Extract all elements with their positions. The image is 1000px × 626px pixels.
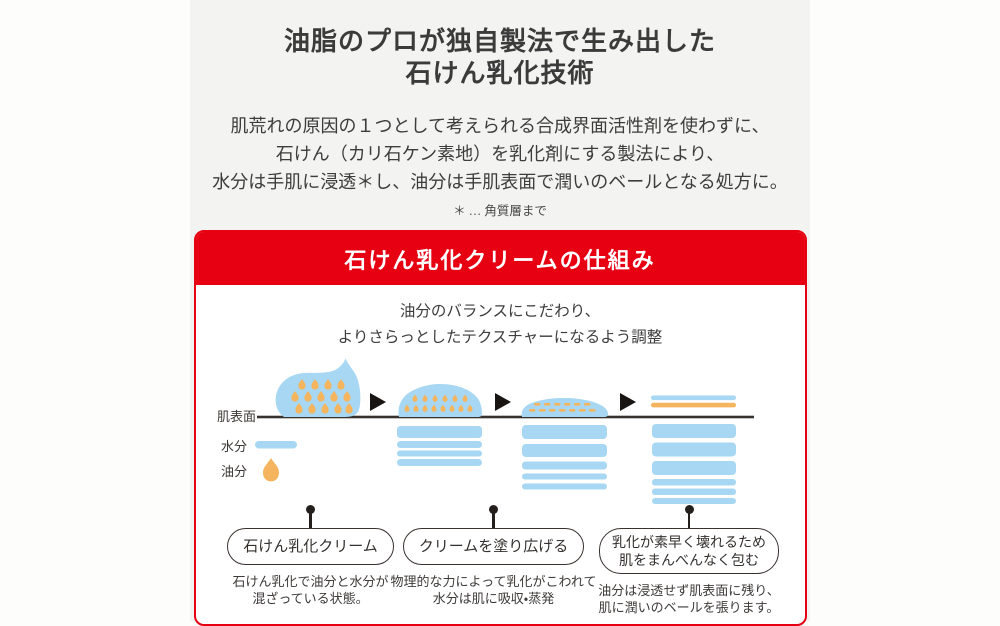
mechanism-diagram: 肌表面 水分 油分 — [217, 358, 754, 504]
arrow-right-icon — [369, 393, 386, 411]
stage-caption-3: 乳化が素早く壊れるため 肌をまんべんなく包む 油分は浸透せず肌表面に残り、 肌に… — [592, 505, 787, 616]
water-legend-label: 水分 — [221, 439, 247, 454]
arrow-right-icon — [494, 393, 511, 411]
stage1-cream-blob — [275, 358, 360, 417]
arrow-right-icon — [619, 393, 636, 411]
mechanism-panel: 石けん乳化クリームの仕組み 油分のバランスにこだわり、 よりさらっとしたテクスチ… — [193, 230, 807, 626]
stage1-label-pill: 石けん乳化クリーム — [227, 528, 394, 565]
intro-line: 石けん（カリ石ケン素地）を乳化剤にする製法により、 — [275, 144, 725, 164]
intro-line: 水分は手肌に浸透＊し、油分は手肌表面で潤いのベールとなる処方に。 — [212, 172, 788, 192]
stage1-description: 石けん乳化で油分と水分が 混ざっている状態。 — [232, 574, 389, 606]
stage2-label: クリームを塗り広げる — [418, 538, 569, 555]
connector-stem — [687, 513, 691, 528]
stage-caption-2: クリームを塗り広げる 物理的な力によって乳化がこわれて 水分は肌に吸収・蒸発 — [391, 505, 596, 616]
stage2-description: 物理的な力によって乳化がこわれて 水分は肌に吸収・蒸発 — [390, 574, 597, 606]
stage3-absorbed-water-bars — [521, 425, 607, 490]
water-legend-swatch — [254, 441, 297, 449]
footnote: ＊ … 角質層まで — [453, 204, 547, 218]
content-column: 油脂のプロが独自製法で生み出した 石けん乳化技術 肌荒れの原因の１つとして考えら… — [190, 0, 810, 626]
stage-caption-1: 石けん乳化クリーム 石けん乳化で油分と水分が 混ざっている状態。 — [226, 505, 396, 616]
stage4-absorbed-water-bars — [651, 424, 736, 504]
oil-legend-droplet-icon — [262, 458, 279, 482]
stage2-absorbed-water-bars — [396, 426, 482, 466]
panel-header: 石けん乳化クリームの仕組み — [195, 232, 805, 285]
stage2-label-pill: クリームを塗り広げる — [402, 528, 585, 565]
stage2-spread-cream — [396, 384, 482, 466]
connector-stem — [309, 513, 312, 528]
stage3-label-line2: 肌をまんべんなく包む — [619, 552, 759, 568]
stage3-label: 乳化が素早く壊れるため — [612, 534, 766, 550]
panel-subtitle: 油分のバランスにこだわり、 よりさらっとしたテクスチャーになるよう調整 — [196, 299, 805, 351]
stage1-label: 石けん乳化クリーム — [243, 538, 378, 555]
oil-legend-label: 油分 — [221, 464, 247, 479]
connector-dot — [684, 505, 694, 514]
stage-captions: 石けん乳化クリーム 石けん乳化で油分と水分が 混ざっている状態。 クリームを塗り… — [196, 505, 805, 616]
stage3-breaking-emulsion — [521, 398, 608, 490]
connector-dot — [306, 505, 315, 514]
page-title-line1: 油脂のプロが独自製法で生み出した — [283, 27, 716, 56]
panel-subtitle-line1: 油分のバランスにこだわり、 — [399, 303, 601, 320]
panel-subtitle-line2: よりさらっとしたテクスチャーになるよう調整 — [337, 329, 663, 346]
stage3-label-pill: 乳化が素早く壊れるため 肌をまんべんなく包む — [599, 528, 779, 574]
skin-surface-label: 肌表面 — [217, 409, 256, 424]
intro-text: 肌荒れの原因の１つとして考えられる合成界面活性剤を使わずに、 石けん（カリ石ケン… — [190, 112, 810, 196]
skin-surface-line — [256, 415, 754, 419]
page-title: 油脂のプロが独自製法で生み出した 石けん乳化技術 — [190, 26, 810, 90]
connector-stem — [492, 513, 495, 528]
stage3-description: 油分は浸透せず肌表面に残り、 肌に潤いのベールを張ります。 — [598, 583, 780, 615]
connector-dot — [489, 505, 498, 514]
page-title-line2: 石けん乳化技術 — [405, 59, 595, 88]
intro-line: 肌荒れの原因の１つとして考えられる合成界面活性剤を使わずに、 — [230, 116, 770, 136]
stage4-oil-veil — [650, 395, 736, 504]
